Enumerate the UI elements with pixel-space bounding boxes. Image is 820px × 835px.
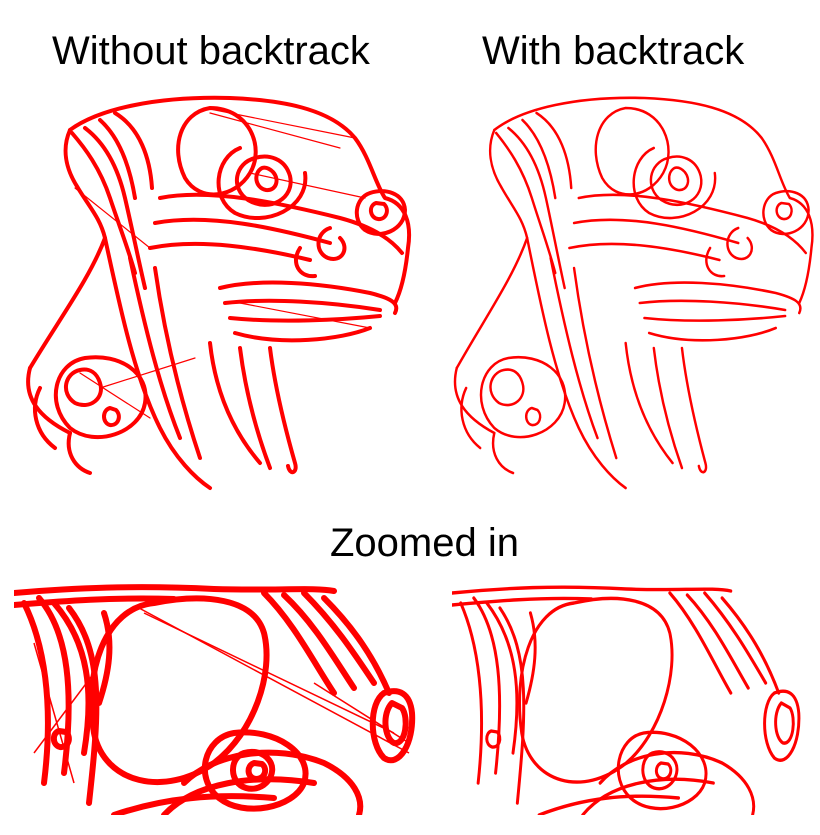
- dog-drawing-without-backtrack: [26, 95, 412, 490]
- zoomed-drawing-with-backtrack: [452, 585, 801, 815]
- panel-without-backtrack-zoomed: [14, 583, 418, 815]
- title-without-backtrack: Without backtrack: [52, 29, 370, 73]
- title-with-backtrack: With backtrack: [482, 29, 745, 73]
- panel-without-backtrack-full: [10, 88, 415, 498]
- dog-drawing-with-backtrack: [453, 96, 814, 490]
- title-zoomed-in: Zoomed in: [330, 521, 519, 565]
- panel-with-backtrack-full: [438, 88, 818, 498]
- zoomed-drawing-without-backtrack: [14, 584, 416, 815]
- panel-with-backtrack-zoomed: [452, 583, 804, 815]
